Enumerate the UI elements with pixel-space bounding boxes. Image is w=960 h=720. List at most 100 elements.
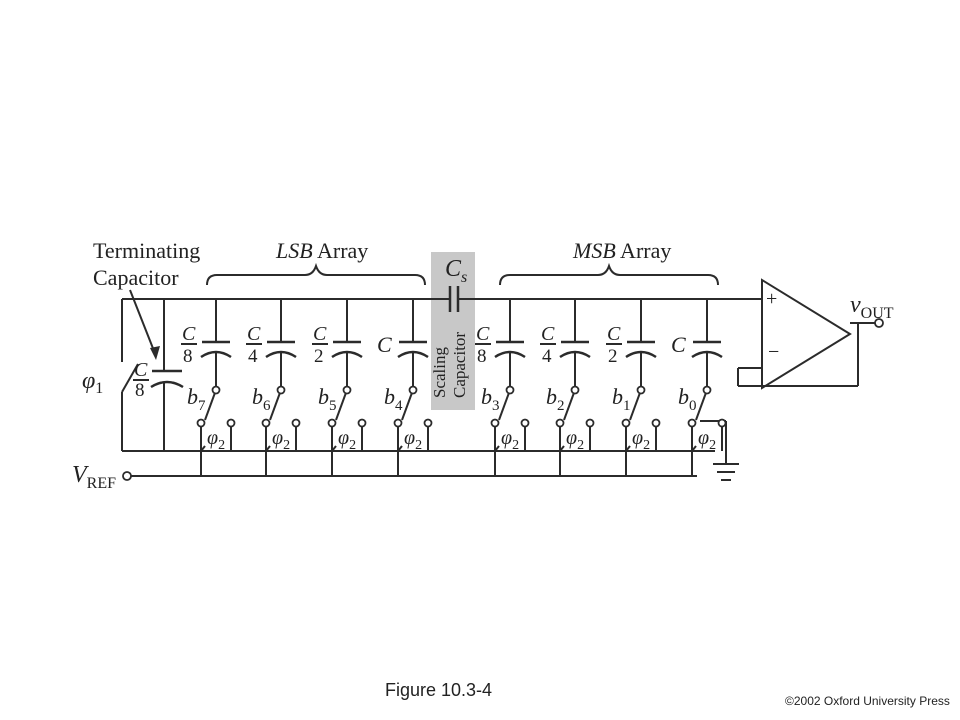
bit-label: b4	[384, 384, 403, 414]
switch-contact-ground	[423, 418, 433, 428]
switch-blade	[204, 389, 217, 421]
bit-label-sub: 6	[263, 398, 271, 414]
vout-sub: OUT	[861, 305, 894, 322]
capacitor-plate-curved	[200, 350, 232, 359]
switch-blade	[563, 389, 576, 421]
cap-value-den: 2	[608, 346, 618, 367]
capacitor-plate-curved	[397, 350, 429, 359]
switch-contact-vref	[621, 418, 631, 428]
cap-value-num: C	[476, 323, 490, 345]
switch-contact-vref	[327, 418, 337, 428]
phi2-label: φ2	[272, 427, 290, 453]
scaling-capacitor-box	[431, 252, 475, 410]
terminating-arrow	[129, 289, 160, 360]
switch-pivot	[276, 385, 286, 395]
msb-array-label: MSB Array	[572, 238, 671, 263]
bit-label: b3	[481, 384, 500, 414]
switch-pivot	[570, 385, 580, 395]
switch-contact-ground	[357, 418, 367, 428]
capacitor-plate-curved	[691, 350, 723, 359]
scaling-capacitor-cs	[448, 286, 460, 312]
phi2-label: φ2	[632, 427, 650, 453]
cap-value: C	[671, 332, 686, 357]
switch-pivot	[702, 385, 712, 395]
switch-contact-ground	[717, 418, 727, 428]
switch-pivot	[211, 385, 221, 395]
terminating-label-line1: Terminating	[93, 238, 200, 263]
phi2-label: φ2	[404, 427, 422, 453]
bit-label-sub: 3	[492, 398, 500, 414]
bit-label-sub: 5	[329, 398, 337, 414]
switch-contact-vref	[687, 418, 697, 428]
phi2-label-sub: 2	[577, 438, 584, 453]
copyright-notice: ©2002 Oxford University Press	[785, 694, 950, 708]
lsb-brace	[206, 262, 426, 286]
switch-blade	[335, 389, 348, 421]
cap-value-num: C	[313, 323, 327, 345]
msb-array-rest: Array	[616, 238, 672, 263]
bit-label: b0	[678, 384, 697, 414]
capacitor-plate-curved	[265, 350, 297, 359]
capacitor-plate-curved	[331, 350, 363, 359]
msb-array-em: MSB	[572, 238, 616, 263]
switch-contact-vref	[393, 418, 403, 428]
cap-value-den: 2	[314, 346, 324, 367]
capacitor-plate-curved	[494, 350, 526, 359]
op-amp	[737, 278, 884, 390]
phi2-label-sub: 2	[283, 438, 290, 453]
scaling-label: ScalingCapacitor	[430, 332, 469, 398]
switch-blade	[269, 389, 282, 421]
opamp-plus: +	[766, 288, 777, 310]
ground-icon	[713, 421, 739, 481]
cs-sub: s	[461, 269, 467, 286]
vref-label: VREF	[72, 462, 116, 492]
bit-label-sub: 4	[395, 398, 403, 414]
phi2-label-sub: 2	[643, 438, 650, 453]
phi2-label: φ2	[501, 427, 519, 453]
phi1-sub: 1	[95, 380, 103, 397]
cap-value-den: 8	[477, 346, 487, 367]
switch-contact-vref	[490, 418, 500, 428]
switch-pivot	[342, 385, 352, 395]
cap-value-den: 4	[248, 346, 258, 367]
capacitor-plate-curved	[625, 350, 657, 359]
vref-sub: REF	[87, 475, 116, 492]
bit-label-sub: 1	[623, 398, 631, 414]
switch-blade	[498, 389, 511, 421]
vref-terminal	[122, 471, 132, 481]
switch-contact-ground	[291, 418, 301, 428]
phi1-switch	[121, 299, 139, 451]
switch-pivot	[505, 385, 515, 395]
cs-label: Cs	[445, 256, 467, 286]
switch-pivot	[636, 385, 646, 395]
switch-blade	[695, 389, 708, 421]
lsb-array-em: LSB	[275, 238, 313, 263]
terminating-cap-den: 8	[135, 380, 145, 401]
scaling-line2: Capacitor	[450, 332, 469, 398]
bit-label: b7	[187, 384, 206, 414]
lsb-array-rest: Array	[313, 238, 369, 263]
terminating-label-line2: Capacitor	[93, 265, 179, 290]
vout-main: v	[850, 292, 861, 318]
phi2-label: φ2	[698, 427, 716, 453]
switch-contact-ground	[520, 418, 530, 428]
vout-label: vOUT	[850, 292, 894, 322]
switch-contact-ground	[226, 418, 236, 428]
cap-value-den: 4	[542, 346, 552, 367]
phi1-main: φ	[82, 368, 95, 394]
cap-value-num: C	[182, 323, 196, 345]
cs-main: C	[445, 256, 462, 282]
vref-bus	[122, 471, 697, 481]
phi2-label-sub: 2	[512, 438, 519, 453]
cap-value-den: 8	[183, 346, 193, 367]
bit-label: b2	[546, 384, 565, 414]
cap-value: C	[377, 332, 392, 357]
bit-label-sub: 0	[689, 398, 697, 414]
terminating-cap-value: C 8	[133, 359, 149, 401]
